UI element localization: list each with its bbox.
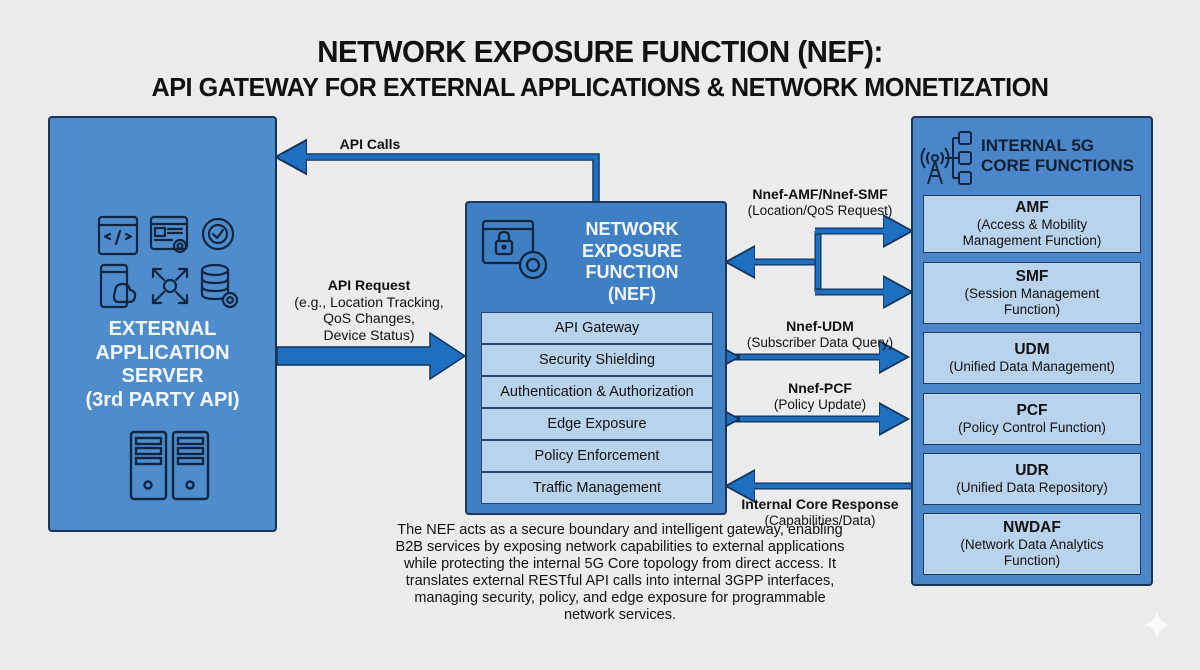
nef-service-api-gateway: API Gateway — [481, 312, 713, 344]
title-line: INTERNAL 5G — [981, 136, 1095, 155]
nef-service-traffic-management: Traffic Management — [481, 472, 713, 504]
function-desc: Function) — [1003, 302, 1061, 318]
core-function-nwdaf: NWDAF (Network Data Analytics Function) — [923, 513, 1141, 575]
external-server-title: EXTERNAL APPLICATION SERVER (3rd PARTY A… — [50, 318, 275, 412]
nef-description: The NEF acts as a secure boundary and in… — [395, 522, 845, 623]
internal-5g-core-box: INTERNAL 5G CORE FUNCTIONS AMF (Access &… — [911, 116, 1153, 586]
api-request-desc: QoS Changes, — [323, 310, 415, 327]
amf-smf-desc: (Location/QoS Request) — [747, 202, 893, 218]
lock-gear-icon — [481, 219, 548, 280]
function-desc: (Network Data Analytics — [960, 537, 1104, 553]
udm-desc: (Subscriber Data Query) — [746, 334, 894, 350]
nef-title: NETWORK EXPOSURE FUNCTION (NEF) — [547, 219, 717, 305]
core-title: INTERNAL 5G CORE FUNCTIONS — [981, 136, 1134, 177]
api-request-title: API Request — [327, 277, 411, 293]
web-settings-icon — [149, 215, 189, 254]
function-name: SMF — [1015, 267, 1049, 285]
api-request-arrow — [276, 331, 467, 381]
server-icons — [129, 430, 210, 501]
pcf-title: Nnef-PCF — [788, 380, 852, 396]
api-calls-label: API Calls — [339, 136, 401, 152]
title-line: (NEF) — [608, 283, 656, 304]
title-line: APPLICATION — [95, 341, 230, 364]
nef-service-edge-exposure: Edge Exposure — [481, 408, 713, 440]
title-line: (3rd PARTY API) — [85, 388, 240, 411]
title-line: NETWORK — [585, 219, 679, 239]
function-desc: Management Function) — [962, 233, 1102, 249]
function-desc: (Session Management — [964, 286, 1100, 302]
api-request-desc: Device Status) — [323, 326, 415, 343]
server-icon — [171, 430, 210, 501]
title-line: FUNCTION — [585, 262, 679, 283]
amf-smf-arrow — [730, 231, 908, 292]
core-function-udr: UDR (Unified Data Repository) — [923, 453, 1141, 505]
function-name: UDM — [1014, 340, 1050, 358]
function-desc: (Unified Data Management) — [949, 359, 1115, 375]
diagram-subtitle: API GATEWAY FOR EXTERNAL APPLICATIONS & … — [151, 72, 1049, 102]
function-desc: (Unified Data Repository) — [956, 480, 1108, 496]
core-function-amf: AMF (Access & Mobility Management Functi… — [923, 195, 1141, 253]
server-icon — [129, 430, 168, 501]
external-application-server: EXTERNAL APPLICATION SERVER (3rd PARTY A… — [48, 116, 277, 532]
title-line: CORE FUNCTIONS — [981, 156, 1134, 176]
nef-service-security-shielding: Security Shielding — [481, 344, 713, 376]
core-function-udm: UDM (Unified Data Management) — [923, 332, 1141, 384]
api-request-desc: (e.g., Location Tracking, — [294, 293, 444, 310]
api-calls-arrow — [280, 157, 596, 204]
udm-label: Nnef-UDM (Subscriber Data Query) — [730, 318, 910, 351]
core-response-desc: (Capabilities/Data) — [764, 512, 876, 528]
database-gear-icon — [200, 263, 239, 309]
pcf-desc: (Policy Update) — [773, 396, 867, 412]
gear-check-icon — [201, 217, 235, 251]
title-line: EXTERNAL — [108, 318, 217, 340]
title-line: SERVER — [121, 365, 204, 388]
amf-smf-label: Nnef-AMF/Nnef-SMF (Location/QoS Request) — [730, 186, 910, 219]
function-name: PCF — [1016, 401, 1048, 419]
diagram-title: NETWORK EXPOSURE FUNCTION (NEF): — [317, 34, 883, 69]
function-desc: Function) — [1003, 553, 1061, 569]
function-name: AMF — [1015, 198, 1049, 216]
nef-service-policy-enforcement: Policy Enforcement — [481, 440, 713, 472]
expand-arrows-icon — [151, 267, 189, 305]
udm-title: Nnef-UDM — [786, 318, 854, 334]
nef-box: NETWORK EXPOSURE FUNCTION (NEF) API Gate… — [465, 201, 727, 515]
core-response-title: Internal Core Response — [741, 496, 899, 512]
core-response-label: Internal Core Response (Capabilities/Dat… — [730, 496, 910, 529]
mobile-cloud-icon — [99, 263, 137, 309]
function-desc: (Policy Control Function) — [958, 420, 1106, 436]
core-function-pcf: PCF (Policy Control Function) — [923, 393, 1141, 445]
amf-smf-title: Nnef-AMF/Nnef-SMF — [752, 186, 888, 202]
title-line: EXPOSURE — [581, 240, 683, 261]
api-request-label: API Request (e.g., Location Tracking, Qo… — [283, 277, 455, 343]
antenna-network-icon — [920, 131, 972, 185]
function-desc: (Access & Mobility — [976, 217, 1088, 233]
pcf-label: Nnef-PCF (Policy Update) — [730, 380, 910, 413]
function-name: UDR — [1015, 461, 1049, 479]
core-function-smf: SMF (Session Management Function) — [923, 262, 1141, 324]
function-name: NWDAF — [1003, 518, 1061, 536]
code-window-icon — [97, 215, 139, 256]
external-app-icon-grid — [97, 215, 239, 309]
nef-service-authentication: Authentication & Authorization — [481, 376, 713, 408]
sparkle-icon — [1143, 611, 1171, 639]
